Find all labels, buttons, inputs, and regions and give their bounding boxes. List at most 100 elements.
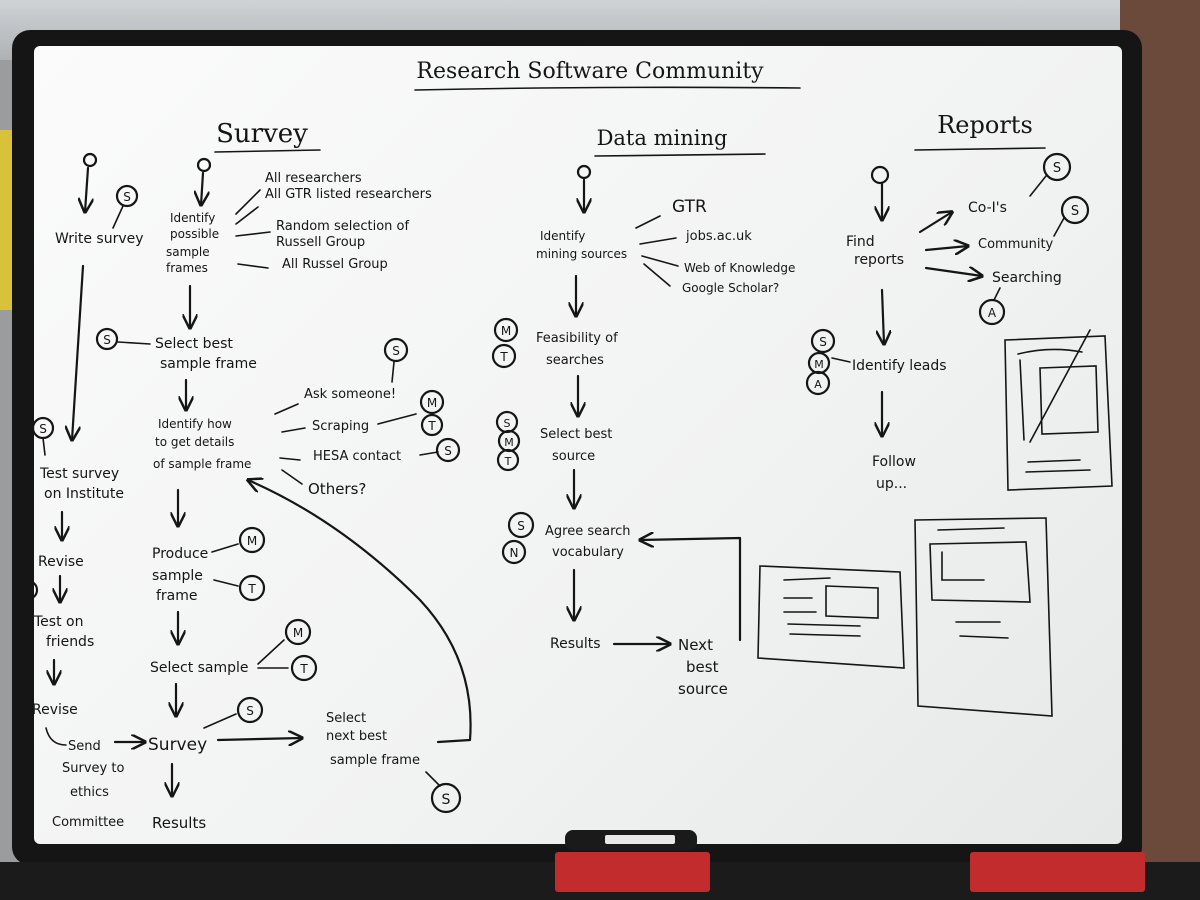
initial-circle [419, 389, 445, 415]
heading-reports: Reports [937, 111, 1033, 139]
how-option-hesa: HESA contact [313, 449, 401, 464]
send-ethics-line4: Committee [52, 815, 124, 830]
loop-back-arrow [248, 480, 472, 744]
feasibility-line2: searches [546, 353, 604, 368]
source-wok: Web of Knowledge [684, 261, 795, 275]
initial-t: T [504, 455, 512, 468]
agree-vocab-line1: Agree search [545, 524, 631, 539]
find-reports-line2: reports [854, 252, 904, 268]
write-survey-text: Write survey [55, 231, 144, 247]
how-option-ask: Ask someone! [304, 387, 396, 402]
test-institute-line2: on Institute [44, 486, 124, 502]
initial-t: T [427, 419, 436, 433]
sketch-report-wireframe [1004, 329, 1113, 491]
identify-how-line3: of sample frame [153, 457, 251, 471]
next-source-line3: source [678, 680, 728, 698]
produce-line1: Produce [152, 546, 208, 562]
follow-up-line2: up... [876, 476, 907, 492]
reports-underline [914, 147, 1046, 151]
initial-s: S [123, 190, 131, 204]
start-node-mining [576, 164, 592, 180]
initial-s: S [1071, 204, 1079, 219]
select-sample-text: Select sample [150, 660, 249, 676]
send-ethics-line3: ethics [70, 785, 109, 800]
initial-circle [95, 327, 119, 351]
identify-frames-line3: sample [166, 245, 210, 259]
initial-s: S [103, 333, 111, 347]
initial-m: M [504, 436, 514, 449]
initial-s: S [25, 585, 32, 598]
identify-how-line1: Identify how [158, 417, 232, 431]
initial-circle [978, 298, 1006, 326]
identify-how-line2: to get details [155, 435, 234, 449]
start-node-survey [82, 152, 98, 168]
survey-underline [214, 149, 321, 153]
initial-circle [810, 328, 836, 354]
initial-s: S [392, 344, 400, 358]
identify-sources-line2: mining sources [536, 247, 627, 261]
initial-s: S [819, 335, 827, 349]
select-source-line2: source [552, 449, 595, 464]
source-gtr: GTR [672, 197, 707, 217]
initial-s: S [1053, 161, 1061, 176]
initial-m: M [293, 626, 303, 640]
initial-circle [115, 184, 139, 208]
next-source-line1: Next [678, 636, 713, 654]
initial-s: S [517, 519, 525, 533]
frame-option-gtr: All GTR listed researchers [265, 187, 432, 202]
initial-t: T [299, 662, 308, 676]
initial-circle [1042, 152, 1072, 182]
title-underline [414, 86, 801, 91]
select-best-frame-line2: sample frame [160, 356, 257, 372]
select-next-line3: sample frame [330, 753, 420, 768]
how-option-scraping: Scraping [312, 419, 369, 434]
initial-circle [383, 337, 409, 363]
initial-circle [507, 511, 535, 539]
initial-circle [805, 370, 831, 396]
identify-leads-text: Identify leads [852, 358, 947, 374]
initial-circle [17, 579, 39, 601]
next-source-line2: best [686, 658, 719, 676]
sketch-chart-wireframe [914, 517, 1053, 717]
initial-circle [1060, 195, 1090, 225]
follow-up-line1: Follow [872, 454, 916, 470]
initial-circle [290, 654, 318, 682]
initial-s: S [504, 417, 511, 430]
test-friends-line1: Test on [33, 614, 83, 630]
report-type-searching: Searching [992, 270, 1062, 286]
frame-option-all-researchers: All researchers [265, 171, 362, 186]
identify-sources-line1: Identify [540, 229, 585, 243]
test-friends-line2: friends [46, 634, 94, 650]
initial-a: A [988, 306, 997, 320]
revise-2-text: Revise [32, 702, 78, 718]
initial-n: N [510, 546, 519, 560]
sketch-screen-wireframe [757, 565, 905, 669]
start-node-frames [196, 157, 212, 173]
whiteboard-marker [565, 830, 697, 850]
survey-results-text: Results [152, 814, 206, 832]
initial-s: S [442, 792, 451, 808]
test-institute-line1: Test survey [39, 466, 119, 482]
initial-circle [238, 574, 266, 602]
start-node-reports [870, 165, 890, 185]
report-type-coi: Co-I's [968, 200, 1007, 216]
select-best-frame-line1: Select best [155, 336, 233, 352]
find-reports-line1: Find [846, 234, 875, 250]
identify-frames-line4: frames [166, 261, 208, 275]
send-ethics-line2: Survey to [62, 761, 124, 776]
tray-clip-right [970, 852, 1145, 892]
agree-vocab-line2: vocabulary [552, 545, 624, 560]
initial-m: M [814, 358, 824, 371]
initial-circle [496, 448, 520, 472]
revise-1-text: Revise [38, 554, 84, 570]
report-type-community: Community [978, 237, 1054, 252]
source-jobs: jobs.ac.uk [685, 229, 752, 244]
initial-t: T [247, 582, 256, 596]
initial-circle [501, 539, 527, 565]
identify-frames-line1: Identify [170, 211, 215, 225]
next-source-loop-arrow [640, 538, 742, 642]
initial-circle [493, 317, 519, 343]
initial-m: M [427, 396, 437, 410]
frame-option-all-russel: All Russel Group [282, 257, 388, 272]
